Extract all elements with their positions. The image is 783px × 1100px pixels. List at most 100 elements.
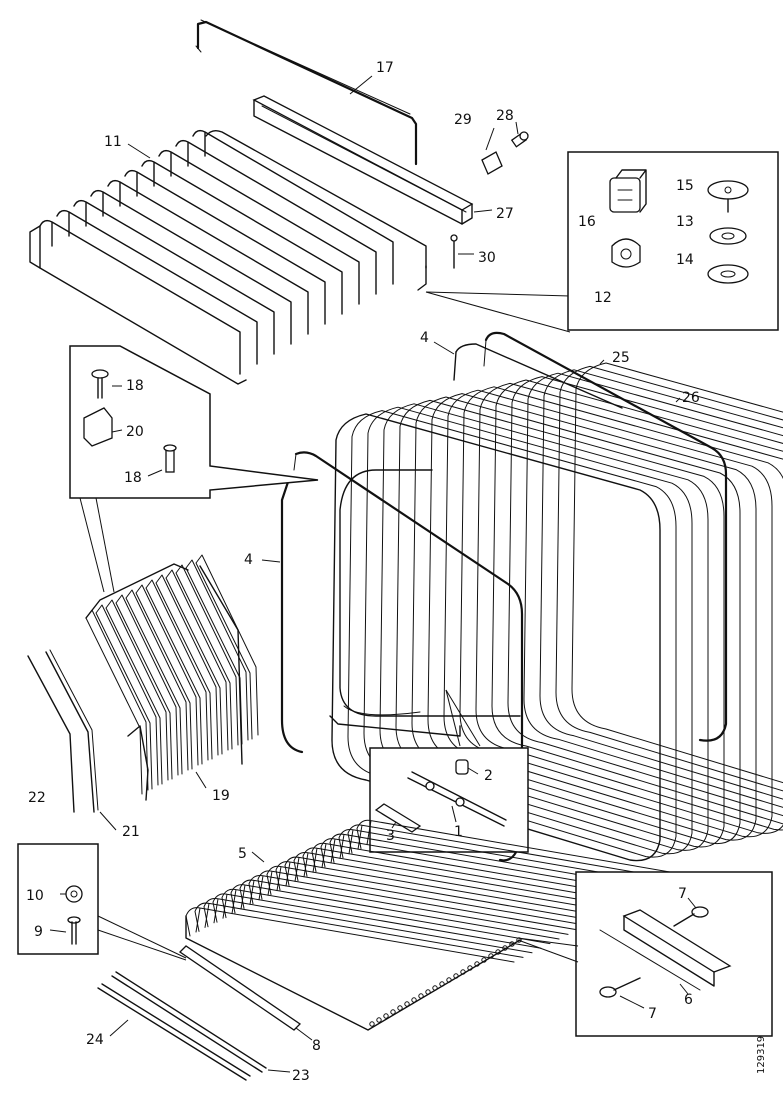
- label-9: 9: [34, 924, 43, 940]
- part-6-hinge-bracket: [599, 909, 732, 991]
- fin-19: [155, 574, 219, 760]
- coil-loop: [539, 369, 783, 800]
- label-26: 26: [682, 390, 700, 406]
- part-5-bottom-evaporator: [185, 819, 686, 1031]
- part-20-bracket: [83, 407, 113, 447]
- fin-5-tube-end: [432, 985, 438, 991]
- fin-19: [145, 579, 209, 765]
- leader-lines: [49, 75, 697, 1073]
- inset-box-mounting: [69, 345, 319, 593]
- part-14-washer: [707, 264, 749, 284]
- fin-5: [257, 870, 587, 926]
- fin-5-tube-end: [474, 961, 480, 967]
- part-1-heater-element: [407, 771, 507, 827]
- label-12: 12: [594, 290, 612, 306]
- label-24: 24: [86, 1032, 104, 1048]
- fin-5-tube-end: [411, 997, 417, 1003]
- fin-5: [311, 842, 641, 899]
- label-4-left: 4: [244, 552, 253, 568]
- coil-loop: [571, 362, 783, 784]
- label-6: 6: [684, 992, 693, 1008]
- label-18-upper: 18: [126, 378, 144, 394]
- coil-loop: [507, 376, 783, 817]
- part-22-side-rail: [27, 655, 75, 813]
- inset-box-screw: [17, 843, 187, 961]
- label-11: 11: [104, 134, 122, 150]
- fin-11: [158, 149, 360, 305]
- part-12-clip: [611, 238, 641, 268]
- fin-5-tube-end: [460, 969, 466, 975]
- fin-11: [56, 209, 258, 365]
- label-10: 10: [26, 888, 44, 904]
- label-13: 13: [676, 214, 694, 230]
- fin-5-tube-end: [383, 1013, 389, 1019]
- coil-loop: [475, 382, 783, 831]
- fin-11: [175, 139, 377, 295]
- label-17: 17: [376, 60, 394, 76]
- label-27: 27: [496, 206, 514, 222]
- fin-19: [85, 609, 149, 795]
- label-7-lower: 7: [648, 1006, 657, 1022]
- label-21: 21: [122, 824, 140, 840]
- fin-5-tube-end: [495, 949, 501, 955]
- part-3-sleeve: [374, 803, 422, 833]
- fin-5-tube-end: [439, 981, 445, 987]
- label-4-upper: 4: [420, 330, 429, 346]
- inset-box-clips: [425, 151, 779, 333]
- label-23: 23: [292, 1068, 310, 1084]
- drawing-code: 129319: [756, 1036, 767, 1074]
- fin-11-back: [205, 129, 427, 269]
- part-23-rail: [111, 971, 267, 1073]
- part-2-clip: [455, 759, 469, 775]
- label-29: 29: [454, 112, 472, 128]
- part-19-side-evaporator: [85, 554, 259, 801]
- fin-19: [105, 599, 169, 785]
- part-28-screw: [510, 131, 529, 148]
- fin-5-tube-end: [418, 993, 424, 999]
- part-7-screw-lower: [599, 977, 641, 998]
- fin-5: [284, 856, 614, 912]
- fin-19: [115, 594, 179, 780]
- coil-loop: [347, 410, 677, 858]
- label-7-upper: 7: [678, 886, 687, 902]
- fin-5-tube-end: [425, 989, 431, 995]
- label-5: 5: [238, 846, 247, 862]
- part-11-top-evaporator: [29, 129, 427, 385]
- fin-5: [239, 879, 569, 935]
- label-15: 15: [676, 178, 694, 194]
- label-19: 19: [212, 788, 230, 804]
- part-10-nut: [65, 885, 83, 903]
- part-17-top-rail: [195, 19, 418, 166]
- fin-19: [125, 589, 189, 775]
- label-20: 20: [126, 424, 144, 440]
- fin-5-tube-end: [404, 1001, 410, 1007]
- fin-5: [248, 874, 578, 931]
- part-29-clip: [481, 151, 503, 175]
- part-8-rail: [178, 945, 302, 1031]
- fin-5-tube-end: [390, 1009, 396, 1015]
- fin-5: [194, 902, 524, 958]
- fin-19: [135, 584, 199, 770]
- label-22: 22: [28, 790, 46, 806]
- coil-loop: [491, 379, 783, 825]
- fin-5: [221, 888, 551, 945]
- fin-11: [39, 219, 241, 375]
- fin-5-tube-end: [467, 965, 473, 971]
- label-2: 2: [484, 768, 493, 784]
- fin-5: [329, 833, 659, 889]
- fin-5: [293, 851, 623, 908]
- label-18-lower: 18: [124, 470, 142, 486]
- fin-5-base: [185, 915, 521, 1031]
- fin-5: [212, 893, 542, 949]
- label-25: 25: [612, 350, 630, 366]
- fin-19: [165, 569, 229, 755]
- fin-11: [73, 199, 275, 355]
- coil-loop: [459, 386, 783, 834]
- fin-19: [95, 604, 159, 790]
- label-30: 30: [478, 250, 496, 266]
- fin-19-top: [85, 563, 189, 619]
- fin-5: [266, 865, 596, 922]
- part-labels: 17 11 29 28 27 30 15 16 13 14 12 4 25 26…: [26, 60, 767, 1084]
- coil-loop: [555, 365, 783, 792]
- fin-5: [356, 819, 686, 876]
